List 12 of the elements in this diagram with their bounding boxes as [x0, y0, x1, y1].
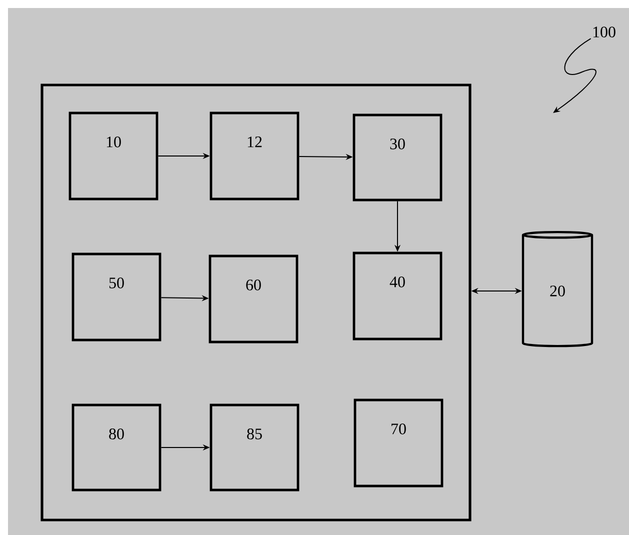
- block-box: 12: [210, 112, 300, 200]
- block-box: 30: [352, 114, 442, 202]
- block-box: 85: [210, 404, 300, 492]
- block-box: 50: [72, 252, 162, 342]
- database-cylinder: 20: [522, 230, 594, 348]
- block-box: 10: [68, 112, 158, 200]
- block-box: 60: [208, 254, 298, 344]
- reference-numeral: 100: [593, 26, 616, 38]
- block-box: 80: [72, 404, 162, 492]
- system-box: [40, 84, 472, 522]
- block-box: 40: [352, 252, 442, 340]
- block-box: 70: [354, 398, 444, 488]
